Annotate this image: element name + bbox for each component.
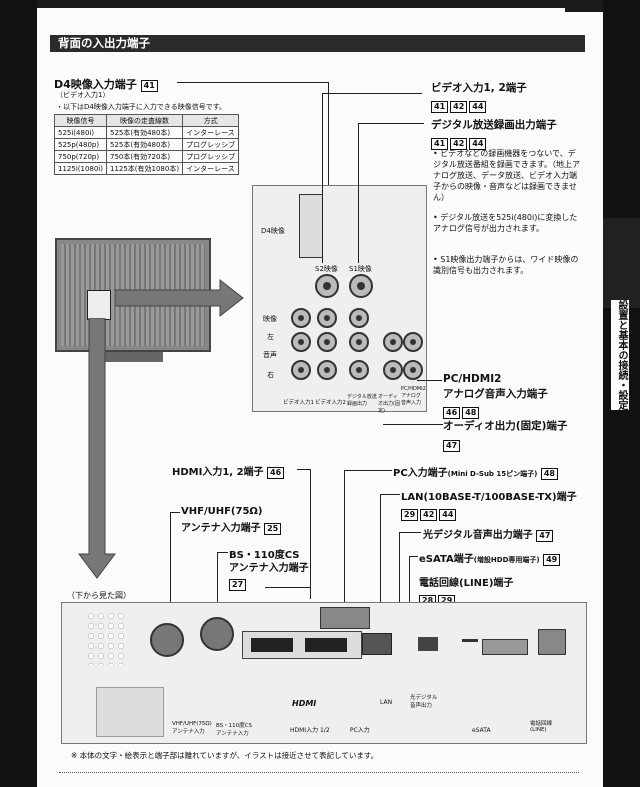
- video2-audio-right-port[interactable]: [317, 360, 337, 380]
- esata-port[interactable]: [482, 639, 528, 655]
- pc-d-sub-port[interactable]: [320, 607, 370, 629]
- video2-audio-left-port[interactable]: [317, 332, 337, 352]
- lan-title: LAN(10BASE-T/100BASE-TX)端子: [401, 488, 577, 503]
- hdmi-panel: [242, 631, 362, 659]
- table-row: 1125i(1080i)1125本(有効1080本)インターレース: [55, 163, 239, 175]
- bottom-label-hdmi: HDMI入力 1/2: [290, 725, 330, 734]
- bottom-label-esata: eSATA: [472, 727, 491, 734]
- table-header: 映像信号: [55, 115, 107, 127]
- digital-rec-bullet-3: • S1映像出力端子からは、ワイド映像の識別信号も出力されます。: [433, 254, 583, 276]
- panel-label-left: 左: [267, 332, 274, 342]
- vhf-title2: アンテナ入力端子 25: [181, 519, 283, 535]
- video1-audio-right-port[interactable]: [291, 360, 311, 380]
- pc-in-title: PC入力端子(Mini D-Sub 15ピン端子) 48: [393, 464, 560, 480]
- bs-refs: 27: [229, 572, 248, 591]
- panel-label-pc-hdmi2: PC/HDMI2アナログ音声入力: [401, 386, 425, 406]
- pc-audio-right-port[interactable]: [403, 360, 423, 380]
- bottom-terminal-panel: VHF/UHF(75Ω) アンテナ入力 BS・110度CS アンテナ入力 HDM…: [61, 602, 587, 744]
- warning-label: [96, 687, 164, 737]
- panel-label-d4: D4映像: [261, 226, 285, 236]
- bs-antenna-port[interactable]: [200, 617, 234, 651]
- audio-out-left-port[interactable]: [383, 332, 403, 352]
- optical-port[interactable]: [418, 637, 438, 651]
- panel-slot: [462, 639, 478, 642]
- panel-label-digital-out: デジタル放送録画出力: [347, 393, 377, 407]
- arrow-right-icon: [115, 278, 245, 318]
- bottom-label-phone: 電話回線 (LINE): [530, 719, 560, 733]
- view-from-below: （下から見た図）: [67, 590, 131, 601]
- side-tab-block: [603, 218, 640, 308]
- panel-label-audio-fixed: オーディオ出力(固定): [378, 393, 400, 414]
- bottom-label-bs: BS・110度CS アンテナ入力: [216, 721, 256, 737]
- top-bar: [37, 0, 603, 8]
- section-title: 背面の入出力端子: [50, 35, 585, 52]
- dotted-divider: [59, 772, 579, 773]
- panel-label-video-in1: ビデオ入力1: [283, 398, 314, 406]
- audio-out-refs: 47: [443, 433, 462, 452]
- digital-rec-title: デジタル放送録画出力端子: [431, 117, 557, 132]
- bottom-label-lan: LAN: [380, 699, 392, 706]
- d4-note: ・以下はD4映像入力端子に入力できる映像信号です。: [56, 102, 226, 112]
- video-input-title: ビデオ入力1, 2端子: [431, 80, 527, 95]
- panel-label-s1: S1映像: [349, 264, 372, 274]
- video2-port[interactable]: [317, 308, 337, 328]
- hdmi-logo: HDMI: [292, 699, 316, 708]
- vhf-title1: VHF/UHF(75Ω): [181, 506, 262, 517]
- esata-title: eSATA端子(増設HDD専用端子) 49: [419, 550, 562, 566]
- s1-video-port[interactable]: [349, 274, 373, 298]
- table-row: 525p(480p)525本(有効480本)プログレッシブ: [55, 139, 239, 151]
- table-header: 映像の走査線数: [106, 115, 182, 127]
- phone-line-port[interactable]: [538, 629, 566, 655]
- panel-label-video-in2: ビデオ入力2: [315, 398, 346, 406]
- digital-out-right-port[interactable]: [349, 360, 369, 380]
- digital-rec-bullet-1: • ビデオなどの録画機器をつないで、デジタル放送番組を録画できます。（地上アナロ…: [433, 148, 583, 203]
- video1-port[interactable]: [291, 308, 311, 328]
- pc-audio-left-port[interactable]: [403, 332, 423, 352]
- d4-ref: 41: [141, 80, 158, 92]
- footnote: ※ 本体の文字・絵表示と端子部は離れていますが、イラストは接近させて表記していま…: [71, 750, 378, 761]
- table-row: 750p(720p)750本(有効720本)プログレッシブ: [55, 151, 239, 163]
- table-header: 方式: [183, 115, 239, 127]
- video1-audio-left-port[interactable]: [291, 332, 311, 352]
- digital-out-video-port[interactable]: [349, 308, 369, 328]
- side-tab-label: 設置と基本の接続・設定: [611, 300, 629, 410]
- optical-title: 光デジタル音声出力端子 47: [423, 526, 555, 542]
- hdmi-title: HDMI入力1, 2端子 46: [172, 463, 286, 479]
- panel-label-video: 映像: [263, 314, 277, 324]
- table-row: 525i(480i)525本(有効480本)インターレース: [55, 127, 239, 139]
- panel-label-right: 右: [267, 370, 274, 380]
- bottom-label-optical: 光デジタル 音声出力: [410, 693, 442, 709]
- vent-holes: [86, 611, 126, 665]
- d4-subtitle: （ビデオ入力1）: [56, 90, 109, 100]
- phone-title: 電話回線(LINE)端子: [419, 574, 513, 589]
- bottom-label-vhf: VHF/UHF(75Ω) アンテナ入力: [172, 721, 212, 735]
- rear-terminal-panel: D4映像 S2映像 S1映像 映像 左 音声 右 ビデオ入力1 ビデオ入力2 デ…: [252, 185, 427, 412]
- vhf-antenna-port[interactable]: [150, 623, 184, 657]
- digital-rec-bullet-2: • デジタル放送を525i(480i)に変換したアナログ信号が出力されます。: [433, 212, 583, 234]
- d4-signal-table: 映像信号映像の走査線数方式 525i(480i)525本(有効480本)インター…: [54, 114, 239, 175]
- manual-page: 背面の入出力端子 D4映像入力端子 41 （ビデオ入力1） ・以下はD4映像入力…: [37, 0, 603, 787]
- lan-port[interactable]: [362, 633, 392, 655]
- panel-label-s2: S2映像: [315, 264, 338, 274]
- panel-label-audio: 音声: [263, 350, 277, 360]
- audio-out-title: オーディオ出力(固定)端子: [443, 418, 567, 433]
- digital-out-left-port[interactable]: [349, 332, 369, 352]
- arrow-down-icon: [77, 318, 117, 580]
- audio-out-right-port[interactable]: [383, 360, 403, 380]
- d4-port[interactable]: [299, 194, 323, 258]
- pc-hdmi2-title1: PC/HDMI2: [443, 373, 501, 385]
- bottom-label-pc: PC入力: [350, 725, 370, 734]
- pc-hdmi2-title2: アナログ音声入力端子: [443, 386, 548, 401]
- s2-video-port[interactable]: [315, 274, 339, 298]
- hdmi-port-1[interactable]: [251, 638, 293, 652]
- hdmi-port-2[interactable]: [305, 638, 347, 652]
- page-tab: [565, 0, 603, 12]
